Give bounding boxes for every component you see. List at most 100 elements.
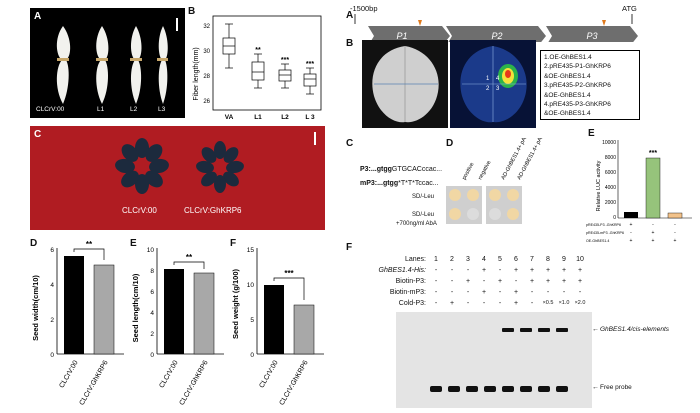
panel-e-chart: Seed length(cm/10) 10 8 6 4 2 0 ** CLCrV… bbox=[131, 247, 224, 407]
emsa-biomp3-lane-8: - bbox=[546, 289, 550, 296]
emsa-biop3-lane-5: + bbox=[497, 278, 503, 285]
emsa-biomp3-lane-4: + bbox=[481, 289, 487, 296]
legend-line: &OE-GhBES1.4 bbox=[544, 110, 591, 118]
legend-line: 1.OE-GhBES1.4 bbox=[544, 54, 592, 61]
luc-ytick-0: 0 bbox=[613, 215, 616, 221]
e-ytick-2: 2 bbox=[150, 331, 154, 338]
luc-image: 1 4 2 3 bbox=[450, 40, 536, 128]
d-cat-krp6: CLCrV:GhKRP6 bbox=[79, 359, 110, 406]
emsa-cold-lane-4: - bbox=[482, 300, 486, 307]
xcat-va: VA bbox=[225, 114, 234, 121]
svg-text:-: - bbox=[674, 230, 676, 236]
emsa-his-lane-3: - bbox=[466, 267, 470, 274]
emsa-rowlabels: Lanes: GhBES1.4-His: Biotin-P3: Biotin-m… bbox=[378, 256, 426, 307]
ytick-32: 32 bbox=[203, 24, 210, 30]
ytick-30: 30 bbox=[203, 49, 210, 55]
promoter-end: ATG bbox=[622, 4, 637, 13]
emsa-biomp3-lane-10: - bbox=[578, 289, 582, 296]
e-cat-ck: CLCrV:00 bbox=[158, 359, 179, 389]
emsa-biomp3-lane-1: - bbox=[434, 289, 438, 296]
emsa-biomp3-lane-2: - bbox=[450, 289, 454, 296]
emsa-cold-lane-6: + bbox=[513, 300, 519, 307]
svg-text:-: - bbox=[652, 222, 654, 228]
segment-p3: P3 bbox=[586, 31, 597, 41]
legend-line: 2.pRE435-P1-GhKRP6 bbox=[544, 63, 611, 71]
panel-b-letter: B bbox=[188, 6, 196, 17]
f-cat-krp6: CLCrV:GhKRP6 bbox=[279, 359, 310, 406]
row-aba: +700ng/ml AbA bbox=[396, 221, 437, 227]
f-ytick-10: 10 bbox=[247, 282, 255, 289]
emsa-lanes-lane-2: 2 bbox=[450, 256, 454, 263]
panel-f-letter: F bbox=[230, 238, 237, 249]
emsa-biop3-lane-4: - bbox=[482, 278, 486, 285]
panel-a-photo: A CLCrV:00 L1 L2 L3 bbox=[30, 8, 185, 118]
d-ytick-6: 6 bbox=[50, 247, 54, 254]
quadrant-2: 2 bbox=[486, 86, 490, 92]
panel-f-chart: Seed weight (g/100) 15 10 5 0 *** CLCrV:… bbox=[231, 247, 324, 407]
fiber-length-ylabel: Fiber length(mm) bbox=[193, 47, 200, 100]
e-ytick-8: 8 bbox=[150, 268, 154, 275]
band-complex-label: GhBES1.4/cis-elements bbox=[600, 326, 670, 333]
quadrant-1: 1 bbox=[486, 76, 490, 82]
y1h-plates bbox=[446, 186, 522, 224]
luc-row-mp3: pRE435-mP3 -GhKRP6 bbox=[586, 231, 624, 235]
scale-bar bbox=[314, 132, 316, 145]
emsa-biop3-lane-10: + bbox=[577, 278, 583, 285]
svg-text:+: + bbox=[652, 238, 655, 244]
ytick-28: 28 bbox=[203, 74, 210, 80]
band-free-label: Free probe bbox=[600, 384, 632, 391]
d-cat-ck: CLCrV:00 bbox=[58, 359, 79, 389]
svg-text:+: + bbox=[652, 230, 655, 236]
sig-l2: *** bbox=[281, 57, 289, 64]
right-c-letter: C bbox=[346, 138, 354, 149]
emsa-lanes-lane-5: 5 bbox=[498, 256, 502, 263]
d-ytick-2: 2 bbox=[50, 317, 54, 324]
e-ytick-10: 10 bbox=[147, 247, 155, 254]
luc-row-p3: pRE435-P3 -GhKRP6 bbox=[586, 223, 621, 227]
emsa-cold-lane-8: ×0.5 bbox=[542, 300, 554, 306]
emsa-his-lane-9: + bbox=[561, 267, 567, 274]
legend-line: &OE-GhBES1.4 bbox=[544, 72, 591, 80]
e-sig: ** bbox=[186, 253, 193, 262]
segment-p2: P2 bbox=[491, 31, 502, 41]
legend-line: &OE-GhBES1.4 bbox=[544, 91, 591, 99]
svg-text:+: + bbox=[630, 222, 633, 228]
right-d-letter: D bbox=[446, 138, 454, 149]
fiber-label-l3: L3 bbox=[158, 106, 166, 113]
panel-c-photo: C CLCrV:00 CLCrV:GhKRP6 bbox=[30, 126, 325, 230]
f-ytick-15: 15 bbox=[247, 247, 255, 254]
svg-text:+: + bbox=[630, 238, 633, 244]
emsa-biop3-lane-3: + bbox=[465, 278, 471, 285]
fiber-label-l1: L1 bbox=[97, 106, 105, 113]
emsa-biop3-lane-7: + bbox=[529, 278, 535, 285]
emsa-his-lane-2: - bbox=[450, 267, 454, 274]
svg-text:+: + bbox=[674, 238, 677, 244]
luc-row-oe: OE-GhBES1.4 bbox=[586, 239, 609, 243]
svg-text:-: - bbox=[674, 222, 676, 228]
xcat-l2: L2 bbox=[281, 114, 289, 121]
mp3-sequence: mP3:...gtgg*T*T*Tccac... bbox=[360, 180, 439, 187]
seed-width-ylabel: Seed width(cm/10) bbox=[31, 275, 40, 341]
fiber-label-ck: CLCrV:00 bbox=[36, 106, 65, 113]
luc-ytick-8000: 8000 bbox=[605, 155, 616, 161]
emsa-cold-lane-2: + bbox=[449, 300, 455, 307]
legend-line: 3.pRE435-P2-GhKRP6 bbox=[544, 82, 611, 90]
quadrant-4: 4 bbox=[496, 76, 500, 82]
emsa-biop3-lane-8: + bbox=[545, 278, 551, 285]
seed-rosettes bbox=[115, 138, 244, 194]
panel-b-boxplot: Fiber length(mm) 32 30 28 26 ** *** *** … bbox=[193, 15, 322, 121]
emsa-lanes-lane-7: 7 bbox=[530, 256, 534, 263]
emsa-biomp3-lane-3: - bbox=[466, 289, 470, 296]
emsa-his-lane-5: - bbox=[498, 267, 502, 274]
luc-ylabel: Relative LUC activity bbox=[596, 160, 602, 211]
right-f-letter: F bbox=[346, 242, 353, 253]
promoter-diagram: P1 P2 P3 bbox=[354, 14, 638, 42]
seed-weight-ylabel: Seed weight (g/100) bbox=[231, 268, 240, 339]
emsa-cold-lane-3: - bbox=[466, 300, 470, 307]
seed-label-ck: CLCrV:00 bbox=[122, 206, 157, 215]
panel-d-letter: D bbox=[30, 238, 38, 249]
legend-line: 4.pRE435-P3-GhKRP6 bbox=[544, 101, 611, 109]
emsa-his-lane-4: + bbox=[481, 267, 487, 274]
emsa-lanes-lane-10: 10 bbox=[576, 256, 584, 263]
quadrant-3: 3 bbox=[496, 86, 500, 92]
